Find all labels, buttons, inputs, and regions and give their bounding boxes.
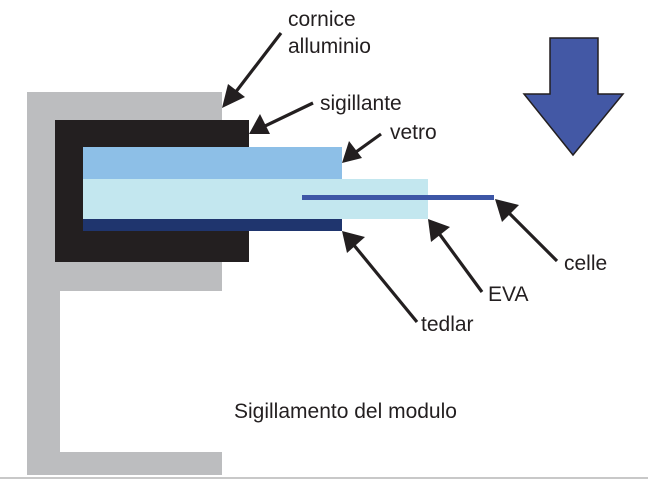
sealant-leader [249, 101, 314, 134]
label-eva: EVA [488, 283, 528, 306]
bottom-divider [0, 477, 648, 479]
label-glass: vetro [390, 121, 437, 144]
eva-leader [428, 219, 484, 293]
label-sealant: sigillante [320, 92, 402, 115]
label-frame-line1: cornice [288, 8, 356, 31]
arrow-down-icon [522, 37, 625, 157]
glass-leader [342, 132, 382, 163]
diagram-caption: Sigillamento del modulo [234, 400, 457, 423]
tedlar-layer [83, 219, 342, 231]
glass-layer [83, 147, 342, 179]
frame-leader [222, 32, 283, 108]
cells-line [302, 195, 494, 200]
tedlar-leader [342, 231, 419, 324]
cells-leader [495, 199, 559, 263]
label-cells: celle [564, 252, 607, 275]
label-frame-line2: alluminio [288, 35, 371, 58]
label-tedlar: tedlar [421, 313, 474, 336]
